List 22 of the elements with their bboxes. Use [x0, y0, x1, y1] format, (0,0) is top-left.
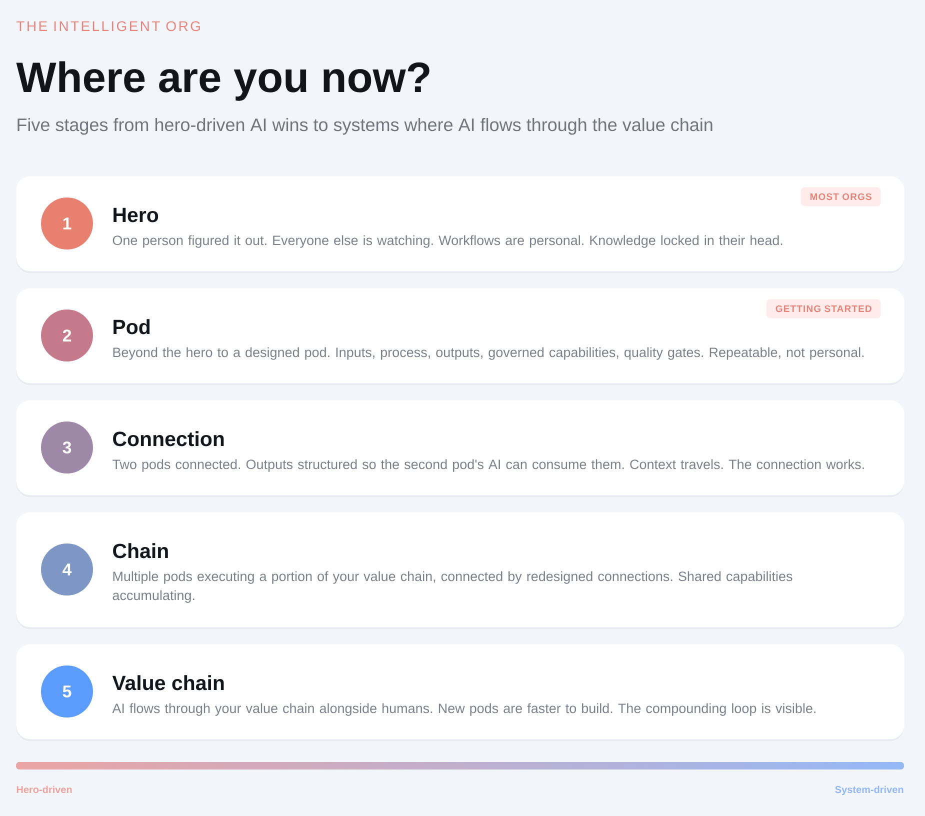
stage-description: Two pods connected. Outputs structured so the second pod's AI can consume them. Context travels. The connection works. — [112, 459, 864, 472]
stage-title: Chain — [113, 543, 168, 558]
stage-card — [16, 512, 904, 629]
stage-card — [16, 400, 904, 497]
scale-end-label: Hero-driven — [16, 786, 72, 794]
stage-description: Multiple pods executing a portion of your value chain, connected by redesigned connections. Shared capabilities accumulating. — [112, 571, 792, 603]
status-badge: GETTING STARTED — [766, 299, 881, 318]
subtitle: Five stages from hero-driven AI wins to systems where AI flows through the value chain — [18, 118, 712, 135]
stage-card — [16, 644, 904, 741]
stage-title: Pod — [114, 319, 150, 334]
page-title: Where are you now? — [16, 61, 430, 101]
stage-description: Beyond the hero to a designed pod. Inputs, process, outputs, governed capabilities, quality gates. Repeatable, not personal. — [113, 347, 864, 360]
stage-card — [16, 176, 904, 273]
stage-title: Value chain — [112, 675, 224, 690]
stage-description: AI flows through your value chain alongside humans. New pods are faster to build. The compounding loop is visible. — [112, 703, 816, 716]
stage-title: Hero — [114, 208, 158, 222]
kicker-text: THE INTELLIGENT ORG — [16, 21, 200, 32]
stage-title: Connection — [113, 431, 224, 446]
stage-description: One person figured it out. Everyone else is watching. Workflows are personal. Knowledge locked in their head. — [112, 235, 782, 248]
stage-card — [16, 288, 904, 385]
scale-end-label: System-driven — [835, 786, 904, 796]
status-badge: MOST ORGS — [800, 187, 881, 206]
